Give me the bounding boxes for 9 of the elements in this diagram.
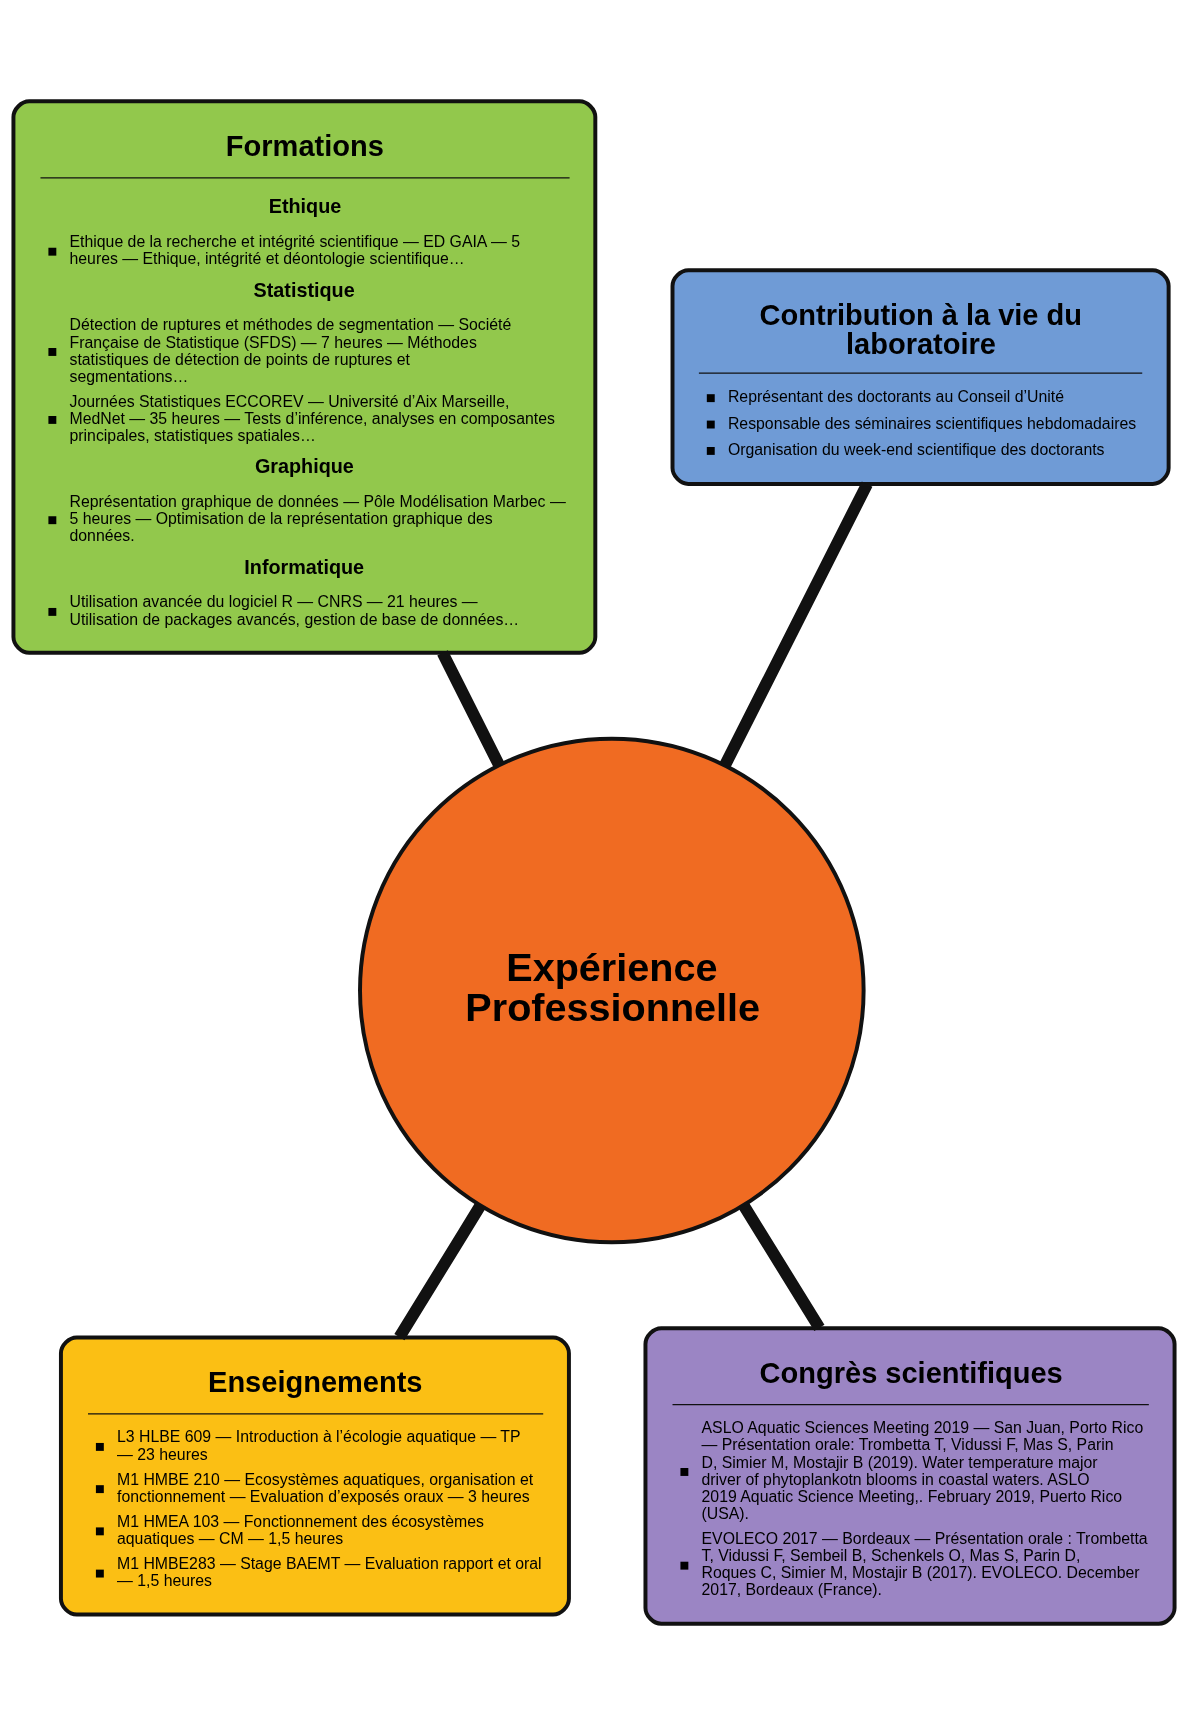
node-circle: Expérience Professionnelle xyxy=(358,736,866,1244)
connector xyxy=(738,1201,825,1331)
node-box: Formations Ethique Ethique de la recherche et intégrité scientifique — ED GAIA — 5 heures — Ethique, intégrité et déontologie scientifique… Statistique Détection de ruptures et méthodes de segmentation — Société Française de Statistique (SFDS) — 7 heures — Méthodes statistiques de détection de points de ruptures et segmentations… Journées Statistiques ECCOREV — Université d’Aix Marseille, MedNet — 35 heures — Tests d’inférence, analyses en composantes principales, statistiques spatiales… Graphique Représentation graphique de données — Pôle Modélisation Marbec — 5 heures — Optimisation de la représentation graphique des données. Informatique Utilisation avancée du logiciel R — CNRS — 21 heures — Utilisation de packages avancés, gestion de base de données… xyxy=(11,98,598,655)
connector xyxy=(394,1202,486,1340)
node-box: Contribution à la vie du laboratoire Représentant des doctorants au Conseil d’Unité Responsable des séminaires scientifiques hebdomadaires Organisation du week-end scientifique des doctorants xyxy=(670,267,1171,486)
node-box: Enseignements L3 HLBE 609 — Introduction à l’écologie aquatique — TP — 23 heures M1 HMBE 210 — Ecosystèmes aquatiques, organisation et fonctionnement — Evaluation d’exposés oraux — 3 heures M1 HMEA 103 — Fonctionnement des écosystèmes aquatiques — CM — 1,5 heures M1 HMBE283 — Stage BAEMT — Evaluation rapport et oral — 1,5 heures xyxy=(58,1334,571,1616)
connector xyxy=(719,480,873,768)
connector xyxy=(437,649,505,768)
node-box: Congrès scientifiques ASLO Aquatic Sciences Meeting 2019 — San Juan, Porto Rico — Présentation orale: Trombetta T, Vidussi F, Mas S, Parin D, Simier M, Mostajir B (2019). Water temperature major driver of phytoplankotn blooms in coastal waters. ASLO 2019 Aquatic Science Meeting,. February 2019, Puerto Rico (USA). EVOLECO 2017 — Bordeaux — Présentation orale : Trombetta T, Vidussi F, Sembeil B, Schenkels O, Mas S, Parin D, Roques C, Simier M, Mostajir B (2017). EVOLECO. December 2017, Bordeaux (France). xyxy=(643,1325,1177,1626)
